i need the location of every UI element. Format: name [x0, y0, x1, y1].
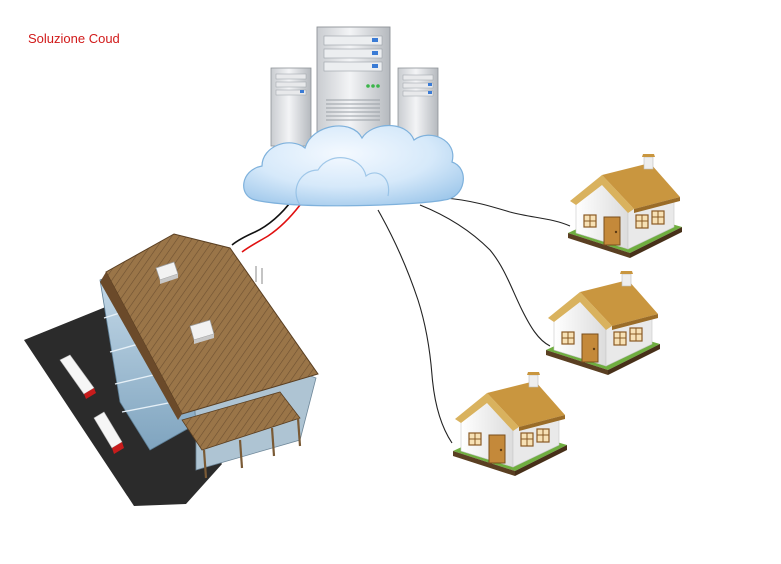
truck-icon	[93, 411, 124, 454]
roof-vent-icon	[189, 319, 215, 344]
house-3-node	[452, 371, 568, 477]
house-icon	[452, 371, 568, 477]
loading-canopy	[181, 391, 301, 451]
link-cloud-to-factory-black	[231, 199, 293, 246]
house-2-node	[545, 270, 661, 376]
link-cloud-to-house-3	[377, 209, 453, 444]
truck-icon	[59, 354, 96, 399]
house-icon	[567, 153, 683, 259]
cloud-icon	[243, 125, 464, 207]
link-cloud-to-house-2	[419, 204, 551, 347]
network-links	[231, 197, 571, 444]
house-icon	[545, 270, 661, 376]
server-right-icon	[397, 67, 439, 149]
diagram-title: Soluzione Coud	[28, 31, 120, 46]
server-left-icon	[270, 67, 312, 147]
factory-node	[24, 233, 319, 506]
cloud-servers-node	[243, 26, 464, 207]
link-cloud-to-factory-red	[241, 204, 301, 253]
house-1-node	[567, 153, 683, 259]
link-cloud-to-house-1	[444, 197, 571, 227]
roof-vent-icon	[155, 261, 179, 284]
